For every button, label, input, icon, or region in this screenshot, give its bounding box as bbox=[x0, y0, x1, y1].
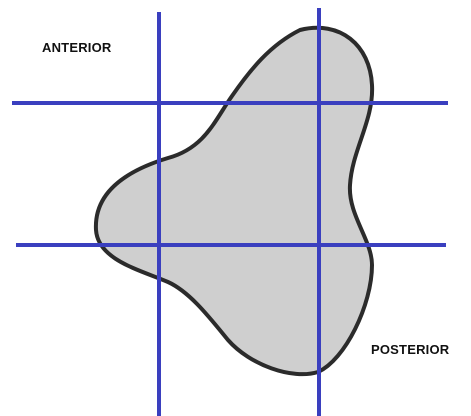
irregular-shape bbox=[96, 28, 372, 374]
posterior-label: POSTERIOR bbox=[371, 342, 449, 357]
anterior-label: ANTERIOR bbox=[42, 40, 112, 55]
